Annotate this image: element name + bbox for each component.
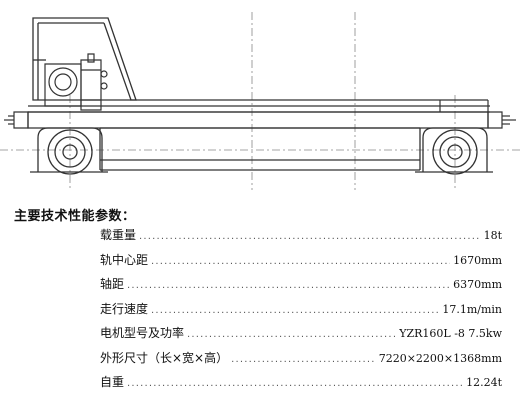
trolley-drawing (0, 0, 520, 195)
buffer-right (488, 112, 516, 128)
center-lines (0, 12, 520, 190)
spec-value: 12.24t (466, 376, 502, 389)
spec-list: 载重量 18t 轨中心距 1670mm 轴距 6370mm 走行速度 17.1m… (100, 226, 502, 398)
spec-label: 电机型号及功率 (100, 326, 185, 340)
spec-label: 轨中心距 (100, 252, 149, 267)
wheel-right (415, 128, 493, 174)
dot-leader (151, 305, 439, 316)
spec-heading: 主要技术性能参数： (14, 209, 136, 224)
spec-row-load: 载重量 18t (100, 226, 502, 251)
spec-value: YZR160L -8 7.5kw (399, 327, 502, 340)
spec-value: 1670mm (453, 253, 502, 267)
spec-row-motor: 电机型号及功率 YZR160L -8 7.5kw (100, 324, 502, 349)
spec-row-travel-speed: 走行速度 17.1m/min (100, 300, 502, 325)
dot-leader (127, 280, 450, 291)
spec-row-track-gauge: 轨中心距 1670mm (100, 251, 502, 276)
spec-label: 外形尺寸（长×宽×高） (100, 350, 229, 365)
spec-value: 18t (483, 229, 502, 242)
spec-value: 17.1m/min (442, 302, 502, 316)
dot-leader (187, 329, 396, 340)
motor-gearbox (45, 54, 107, 110)
cab-frame (33, 18, 136, 100)
spec-value: 7220×2200×1368mm (378, 351, 502, 365)
dot-leader (231, 354, 376, 365)
main-beam (28, 112, 488, 170)
spec-row-self-weight: 自重 12.24t (100, 373, 502, 398)
spec-row-wheelbase: 轴距 6370mm (100, 275, 502, 300)
spec-label: 自重 (100, 375, 125, 389)
spec-row-dimensions: 外形尺寸（长×宽×高） 7220×2200×1368mm (100, 349, 502, 374)
spec-label: 走行速度 (100, 301, 149, 316)
dot-leader (127, 378, 463, 389)
dot-leader (151, 256, 450, 267)
wheel-left (30, 128, 108, 174)
spec-label: 载重量 (100, 228, 137, 242)
dot-leader (139, 231, 481, 242)
spec-label: 轴距 (100, 277, 125, 291)
spec-value: 6370mm (453, 278, 502, 291)
buffer-left (4, 112, 28, 128)
